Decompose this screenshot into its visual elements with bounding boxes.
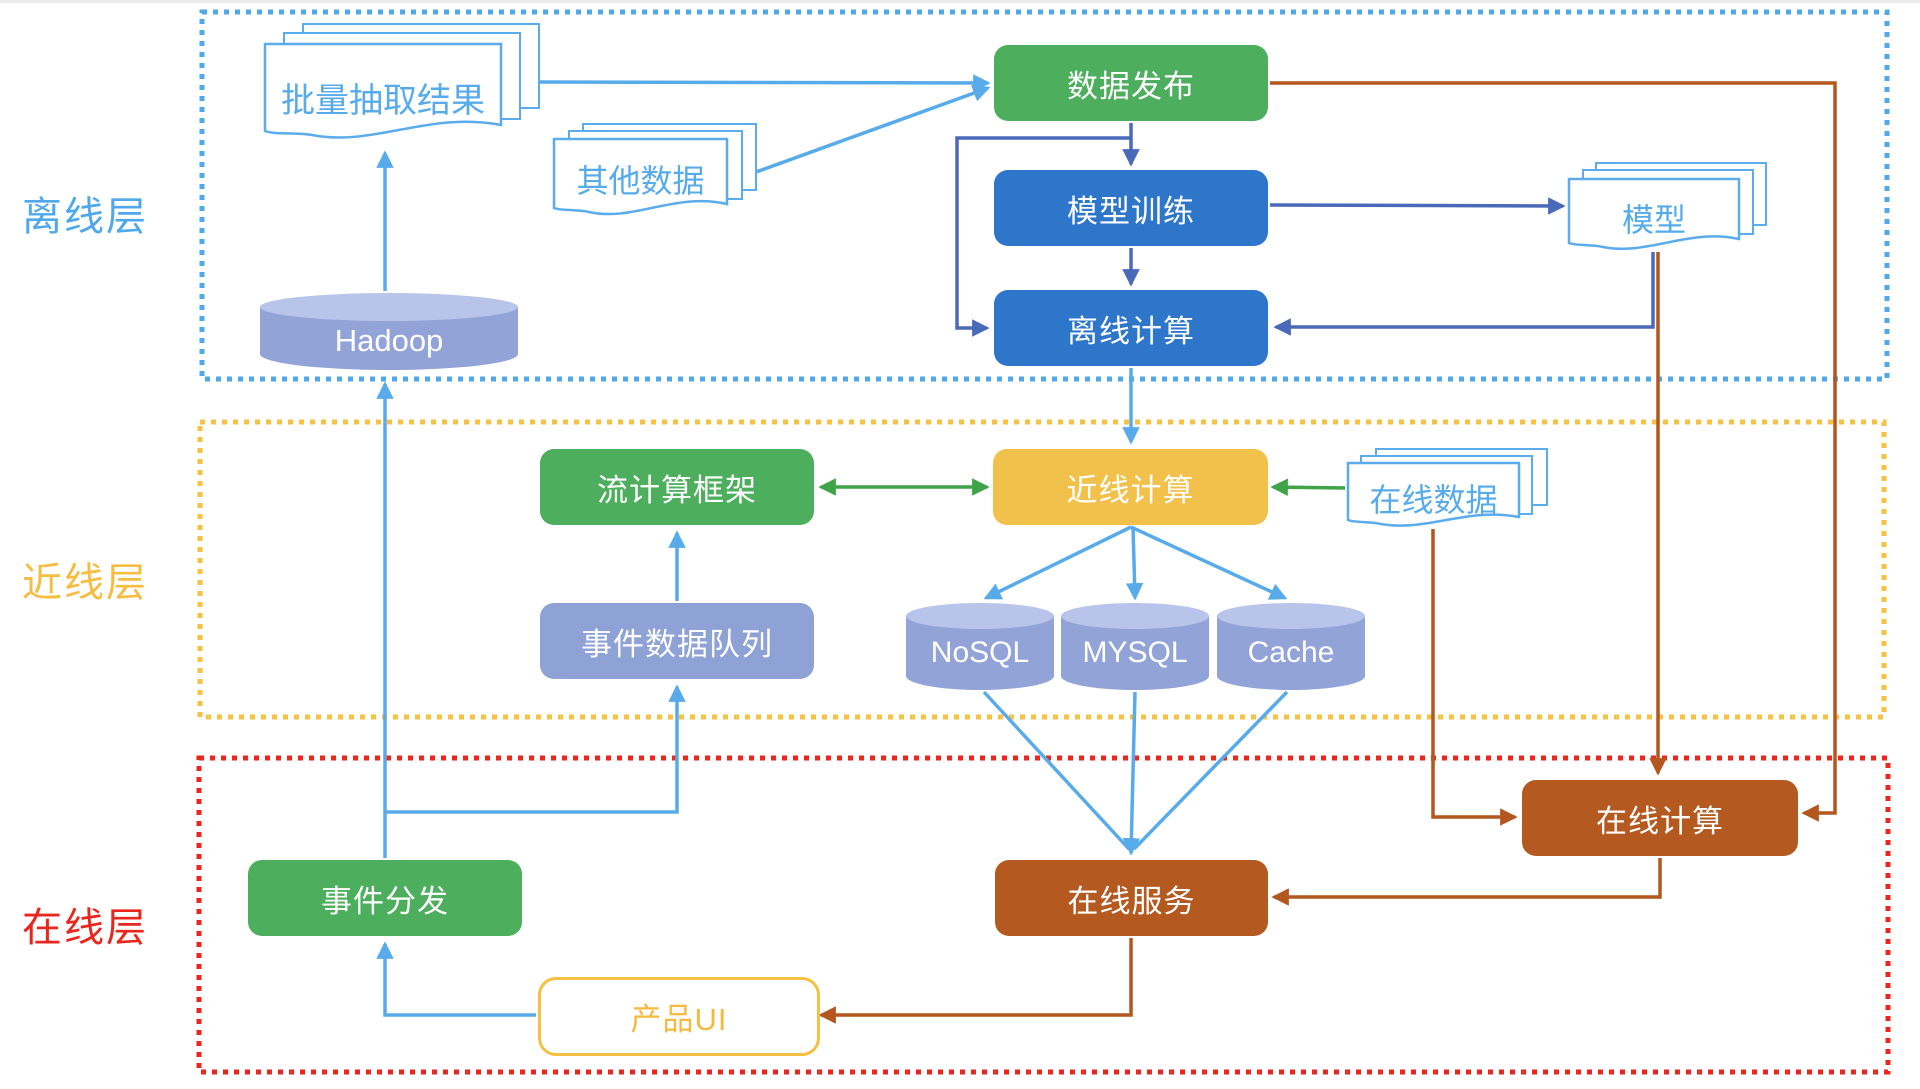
datastore-label: Cache <box>1247 636 1335 669</box>
doc-label: 其他数据 <box>576 163 705 199</box>
doc-batch-results: 批量抽取结果 <box>263 23 540 143</box>
doc-label: 在线数据 <box>1369 482 1498 518</box>
datastore-label: NoSQL <box>930 636 1030 669</box>
datastore-hadoop: Hadoop <box>260 293 518 370</box>
cylinder-top <box>260 293 518 321</box>
node-online-service: 在线服务 <box>995 860 1268 936</box>
node-model-training: 模型训练 <box>994 170 1268 246</box>
doc-model: 模型 <box>1567 162 1767 253</box>
doc-front-shape <box>263 42 503 139</box>
cylinder-top <box>1217 603 1365 629</box>
node-data-publish: 数据发布 <box>994 45 1268 121</box>
node-nearline-compute: 近线计算 <box>993 449 1268 525</box>
node-stream-framework: 流计算框架 <box>540 449 814 525</box>
node-event-dispatch: 事件分发 <box>248 860 522 936</box>
doc-front-shape <box>1567 177 1741 251</box>
node-event-queue: 事件数据队列 <box>540 603 814 679</box>
doc-label: 批量抽取结果 <box>281 82 485 120</box>
layer-label-nearline: 近线层 <box>22 561 148 605</box>
window-edge <box>0 0 1920 3</box>
layer-label-online: 在线层 <box>22 906 148 950</box>
node-offline-compute: 离线计算 <box>994 290 1268 366</box>
cylinder-top <box>1061 603 1209 629</box>
node-online-compute: 在线计算 <box>1522 780 1798 856</box>
node-product-ui: 产品UI <box>538 977 820 1056</box>
cylinder-top <box>906 603 1054 629</box>
doc-front-shape <box>1346 461 1521 527</box>
doc-front-shape <box>552 137 729 216</box>
datastore-nosql: NoSQL <box>906 603 1054 690</box>
datastore-mysql: MYSQL <box>1061 603 1209 690</box>
datastore-cache: Cache <box>1217 603 1365 690</box>
datastore-label: MYSQL <box>1082 636 1188 669</box>
layer-label-offline: 离线层 <box>22 195 148 239</box>
datastore-label: Hadoop <box>334 323 444 358</box>
doc-online-data: 在线数据 <box>1346 448 1548 530</box>
doc-label: 模型 <box>1621 202 1686 238</box>
doc-other-data: 其他数据 <box>552 123 757 218</box>
